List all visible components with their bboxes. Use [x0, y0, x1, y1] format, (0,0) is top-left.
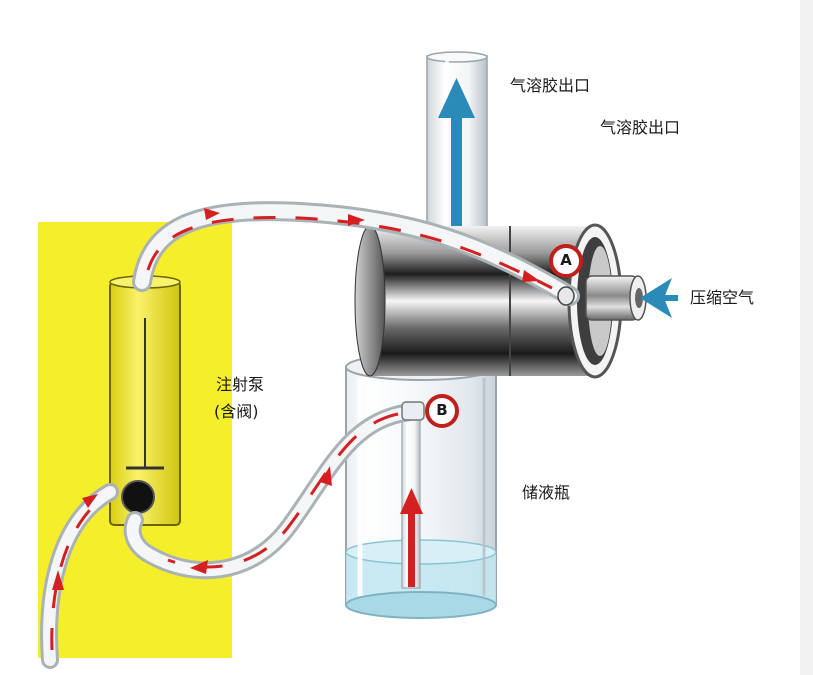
compressed-air-label: 压缩空气 — [690, 288, 755, 307]
feed-tube-to-a — [132, 201, 580, 306]
port-b-label: B — [436, 401, 448, 419]
air-inlet-nozzle — [585, 275, 647, 321]
reservoir-label: 储液瓶 — [522, 483, 571, 502]
syringe-pump — [109, 275, 181, 526]
aerosol-up-arrow — [438, 78, 475, 228]
return-tube-from-b — [123, 403, 419, 580]
syringe-pump-valve-label: (含阀) — [214, 402, 259, 421]
inlet-tube-to-pump — [40, 483, 119, 669]
reservoir-bottle — [345, 353, 497, 619]
pump-valve — [121, 480, 155, 514]
aerosol-outlet-label-secondary: 气溶胶出口 — [600, 118, 681, 137]
port-b-connector — [401, 394, 459, 428]
port-a-connector — [549, 244, 583, 306]
syringe-pump-label: 注射泵 — [216, 375, 265, 394]
port-a-label: A — [560, 251, 572, 269]
aerosol-outlet-label: 气溶胶出口 — [510, 76, 591, 95]
edge-strip — [800, 0, 813, 675]
dip-tube — [400, 419, 423, 589]
compressed-air-arrow — [640, 278, 678, 318]
